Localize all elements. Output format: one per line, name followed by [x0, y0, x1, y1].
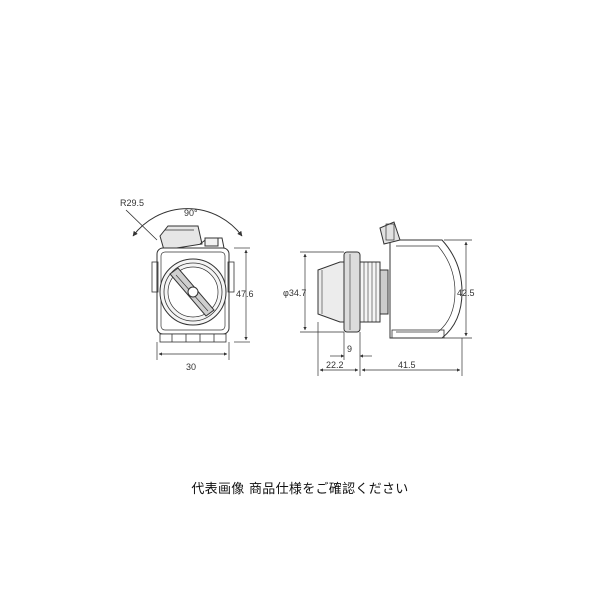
- rotation-arc: [132, 208, 243, 237]
- front-depth-label: 22.2: [326, 360, 344, 370]
- front-width-label: 30: [186, 362, 196, 372]
- radius-leader: [125, 209, 158, 241]
- side-body: [389, 239, 463, 339]
- front-view: [125, 208, 243, 343]
- representative-image-caption: 代表画像 商品仕様をご確認ください: [191, 482, 409, 497]
- side-bezel: [343, 251, 361, 333]
- bezel-label: 9: [347, 344, 352, 354]
- angle-label: 90°: [184, 208, 198, 218]
- rear-depth-label: 41.5: [398, 360, 416, 370]
- side-height-label: 42.5: [457, 288, 475, 298]
- diameter-label: φ34.7: [283, 288, 306, 298]
- radius-label: R29.5: [120, 198, 144, 208]
- front-height-label: 47.6: [236, 289, 254, 299]
- side-view: [317, 221, 463, 339]
- terminal-block: [159, 333, 227, 343]
